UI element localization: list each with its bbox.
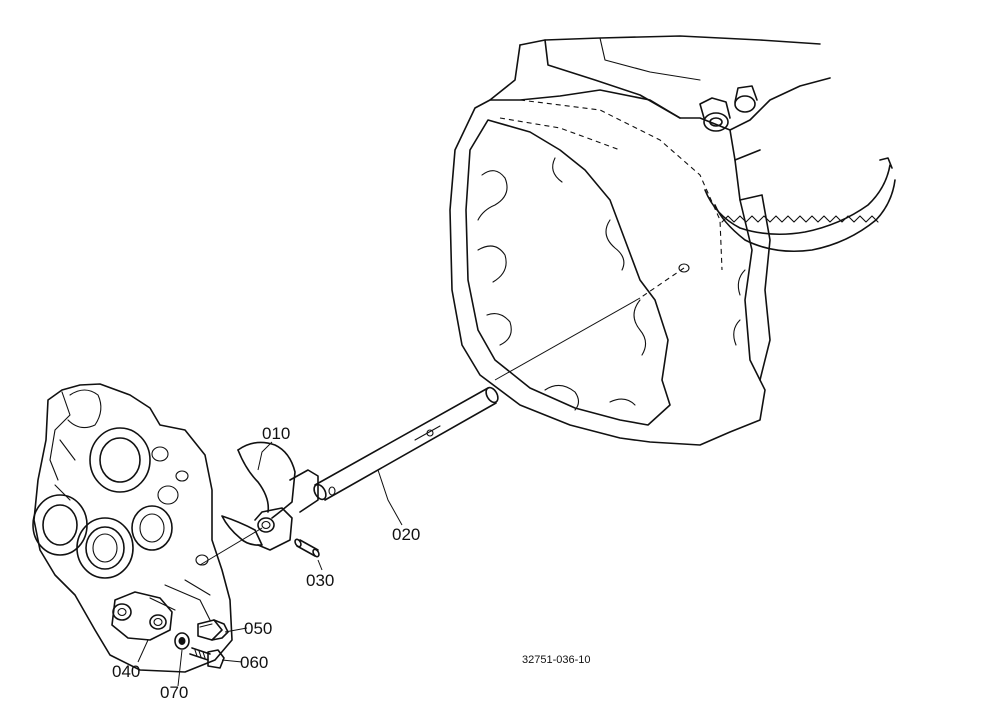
shift-fork-shaft <box>313 386 499 501</box>
drawing-number: 32751-036-10 <box>522 654 591 666</box>
transmission-case <box>449 35 896 446</box>
fork-axis-line <box>199 527 263 566</box>
label-020: 020 <box>392 525 420 544</box>
gear-case-cover <box>32 383 233 673</box>
spring-pin <box>294 538 320 558</box>
label-070: 070 <box>160 683 188 702</box>
label-030: 030 <box>306 571 334 590</box>
label-050: 050 <box>244 619 272 638</box>
bolt <box>189 647 225 669</box>
label-010: 010 <box>262 424 290 443</box>
plug <box>197 619 229 641</box>
shaft-axis-line <box>494 297 641 381</box>
washer <box>174 632 190 650</box>
label-060: 060 <box>240 653 268 672</box>
label-040: 040 <box>112 662 140 681</box>
shift-fork <box>221 441 319 551</box>
leader-lines <box>137 441 403 687</box>
